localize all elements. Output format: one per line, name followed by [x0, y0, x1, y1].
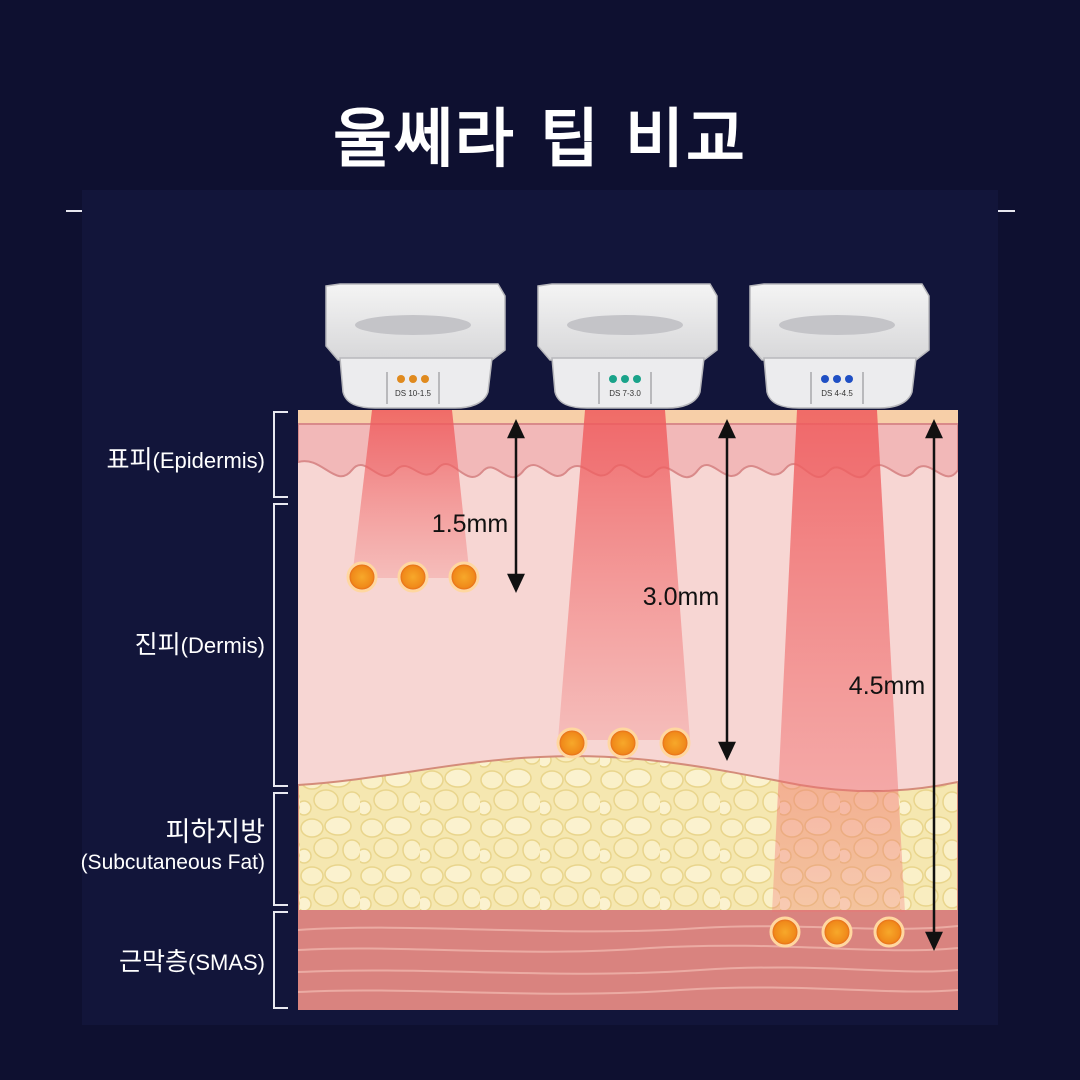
probe-dot — [833, 375, 841, 383]
fat-label-en: (Subcutaneous Fat) — [80, 851, 265, 874]
dermis-label-en: (Dermis) — [180, 633, 265, 658]
depth-label-3: 4.5mm — [849, 672, 925, 700]
probe-dot — [621, 375, 629, 383]
dermis-label-ko: 진피 — [134, 631, 181, 659]
transducer-2: DS 7-3.0 — [537, 283, 718, 409]
transducer-3: DS 4-4.5 — [749, 283, 930, 409]
transducer-label-2: DS 7-3.0 — [609, 389, 641, 398]
focal-point — [448, 561, 480, 593]
focal-point — [659, 727, 691, 759]
beam-3 — [772, 410, 905, 912]
smas-label-ko: 근막층 — [118, 948, 188, 976]
depth-label-2: 3.0mm — [643, 583, 719, 611]
probe-dot — [609, 375, 617, 383]
focal-point — [769, 916, 801, 948]
focal-point — [556, 727, 588, 759]
focal-point — [346, 561, 378, 593]
focal-point — [607, 727, 639, 759]
smas-label-en: (SMAS) — [188, 950, 265, 975]
transducer-label-3: DS 4-4.5 — [821, 389, 853, 398]
probe-dot — [421, 375, 429, 383]
fat-label: 피하지방 (Subcutaneous Fat) — [81, 815, 265, 877]
transducer-label-1: DS 10-1.5 — [395, 389, 432, 398]
epidermis-label: 표피(Epidermis) — [107, 440, 265, 476]
focal-points — [346, 561, 905, 948]
page-title: 울쎄라 팁 비교 — [333, 103, 747, 177]
probe-dot — [845, 375, 853, 383]
depth-label-1: 1.5mm — [432, 510, 508, 538]
epidermis-label-en: (Epidermis) — [152, 448, 265, 473]
probe-dot — [409, 375, 417, 383]
epidermis-label-ko: 표피 — [106, 446, 153, 474]
smas-layer — [298, 910, 958, 1010]
transducer-1: DS 10-1.5 — [325, 283, 506, 409]
depth-arrows — [507, 419, 943, 951]
dermis-label: 진피(Dermis) — [135, 625, 265, 661]
focal-point — [873, 916, 905, 948]
beam-1 — [352, 410, 470, 578]
probe-dot — [633, 375, 641, 383]
beam-2 — [558, 410, 690, 740]
fat-label-ko: 피하지방 — [165, 817, 265, 847]
probe-dot — [821, 375, 829, 383]
probe-dot — [397, 375, 405, 383]
smas-label: 근막층(SMAS) — [119, 942, 265, 978]
focal-point — [397, 561, 429, 593]
layer-brackets — [273, 411, 288, 1009]
focal-point — [821, 916, 853, 948]
